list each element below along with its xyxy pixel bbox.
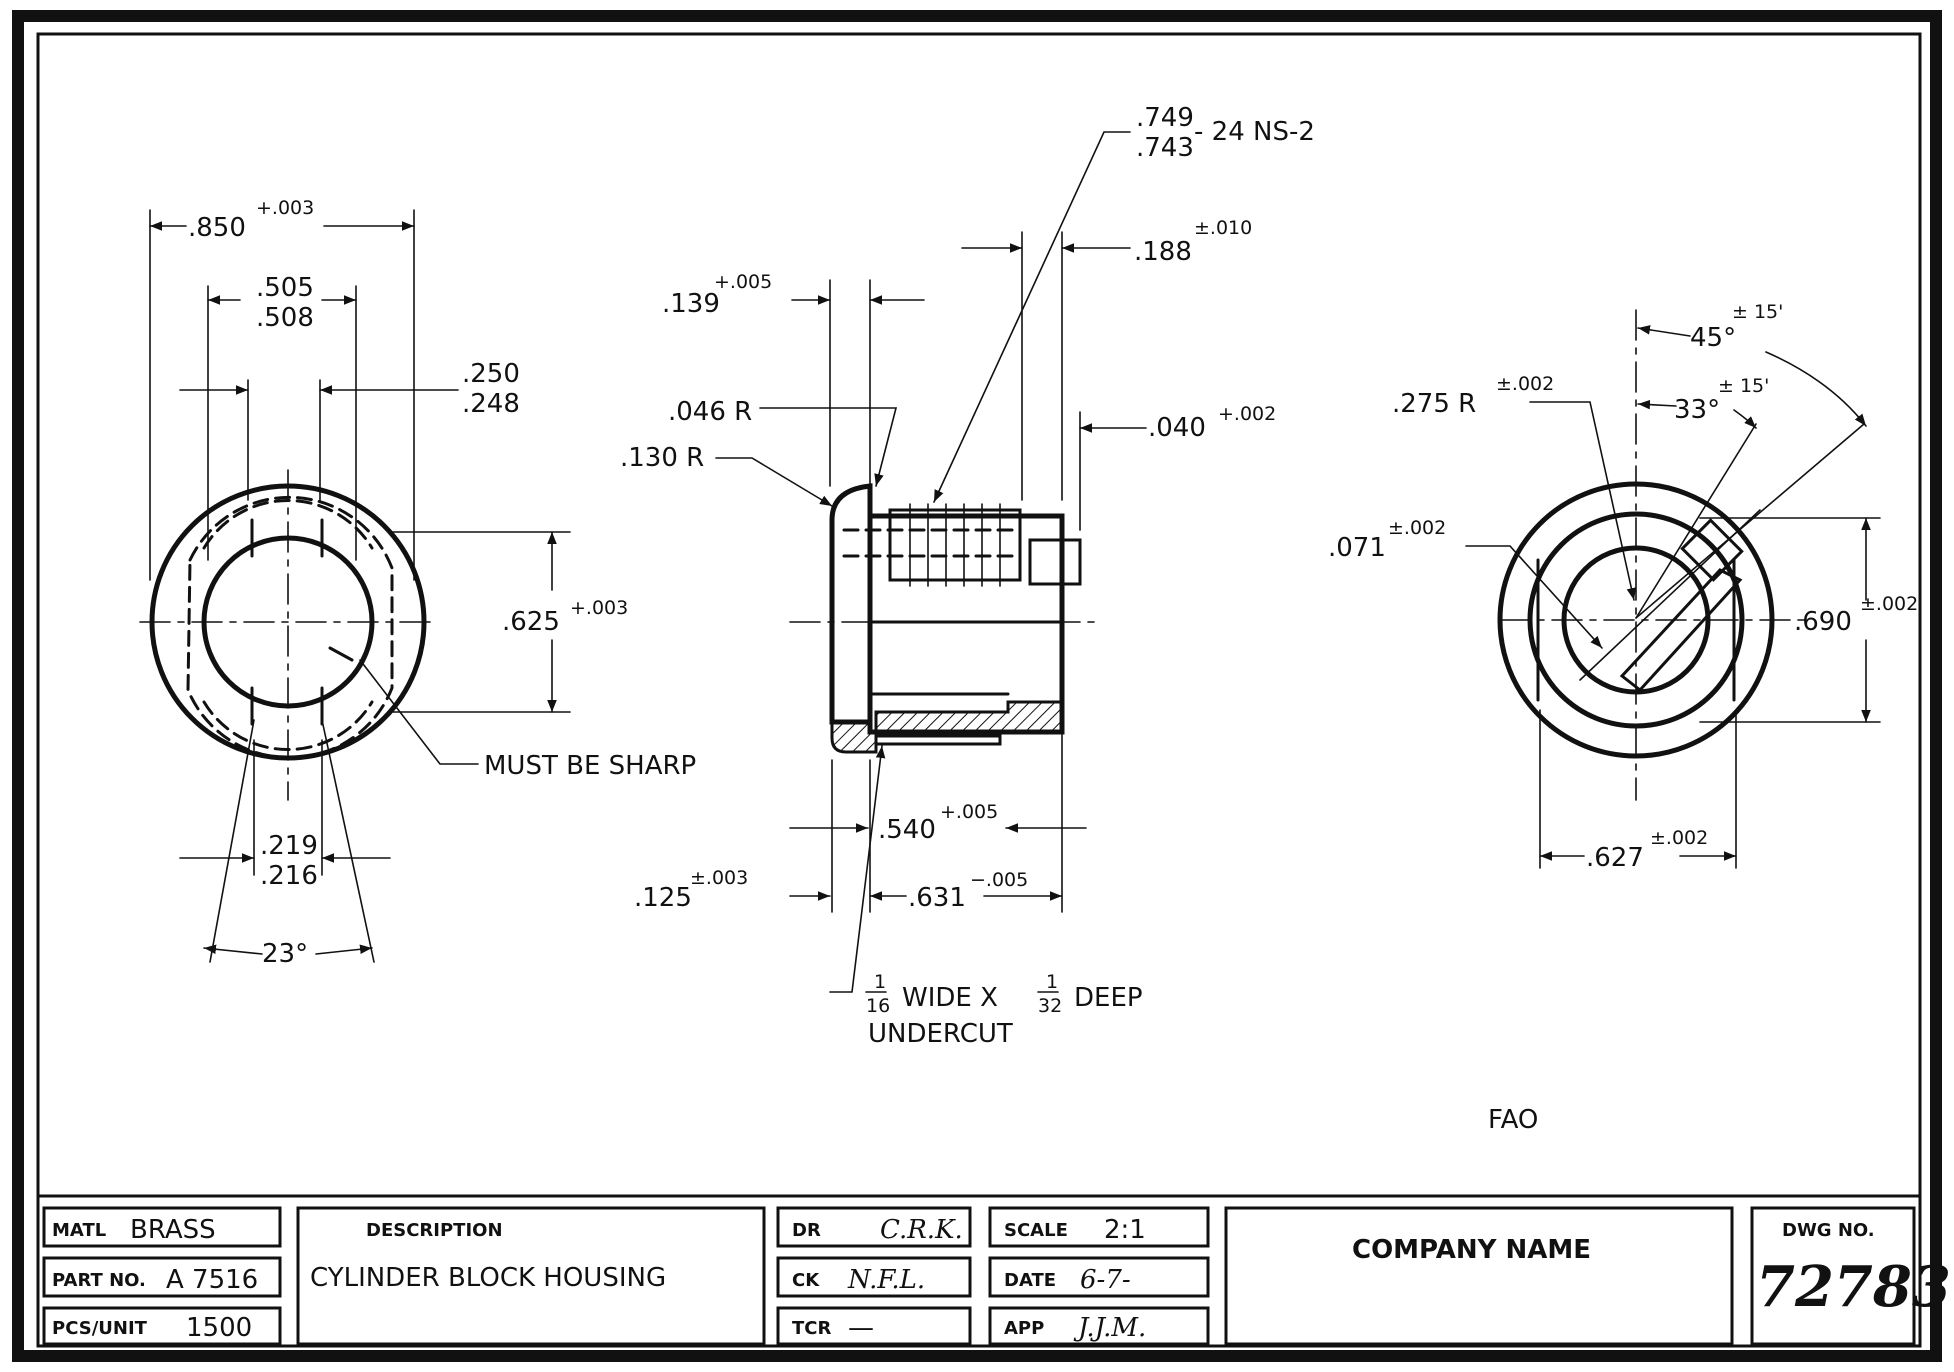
dwg-label: DWG NO. [1782, 1220, 1875, 1241]
radius-275-tol: ±.002 [1496, 373, 1554, 395]
dim-690-tol: ±.002 [1860, 593, 1918, 615]
dim-071: .071 [1328, 533, 1386, 563]
undercut-deep: DEEP [1074, 983, 1143, 1013]
date-label: DATE [1004, 1270, 1056, 1291]
undercut-wide: WIDE X [902, 983, 998, 1013]
dim-071-tol: ±.002 [1388, 517, 1446, 539]
thread-top: .749 [1136, 103, 1194, 133]
undercut-den-16: 16 [866, 995, 890, 1017]
desc-value: CYLINDER BLOCK HOUSING [310, 1263, 666, 1293]
dim-505: .505 [256, 273, 314, 303]
angle-23: 23° [262, 939, 308, 969]
dim-216: .216 [260, 861, 318, 891]
dim-627: .627 [1586, 843, 1644, 873]
dim-508: .508 [256, 303, 314, 333]
date-value: 6-7- [1080, 1265, 1131, 1295]
angle-45: 45° [1690, 323, 1736, 353]
matl-value: BRASS [130, 1215, 216, 1245]
dim-540: .540 [878, 815, 936, 845]
radius-275: .275 R [1392, 389, 1476, 419]
dim-219: .219 [260, 831, 318, 861]
part-value: A 7516 [166, 1265, 258, 1295]
outer-border [12, 10, 1942, 1362]
pcs-label: PCS/UNIT [52, 1318, 148, 1339]
thread-bottom: .743 [1136, 133, 1194, 163]
company-name: COMPANY NAME [1352, 1235, 1591, 1265]
note-fao: FAO [1488, 1105, 1538, 1135]
undercut-num-1: 1 [874, 971, 886, 993]
center-section-view: .749 .743 - 24 NS-2 .188 ±.010 .139 +.00… [620, 103, 1315, 1049]
dim-250: .250 [462, 359, 520, 389]
dim-631-tol: −.005 [970, 869, 1028, 891]
inner-border [36, 32, 1922, 1348]
right-end-view: 45° ± 15' 33° ± 15' .275 R ±.002 .071 ±.… [1328, 301, 1918, 1135]
undercut-num-2: 1 [1046, 971, 1058, 993]
radius-046: .046 R [668, 397, 752, 427]
dim-040-tol: +.002 [1218, 403, 1276, 425]
dim-540-tol: +.005 [940, 801, 998, 823]
angle-45-tol: ± 15' [1732, 301, 1783, 323]
thread-spec: - 24 NS-2 [1194, 117, 1315, 147]
dim-850-tol: +.003 [256, 197, 314, 219]
desc-label: DESCRIPTION [366, 1220, 503, 1241]
dim-248: .248 [462, 389, 520, 419]
scale-value: 2:1 [1104, 1215, 1146, 1245]
undercut-den-32: 32 [1038, 995, 1062, 1017]
tcr-label: TCR [792, 1318, 831, 1339]
angle-33: 33° [1674, 395, 1720, 425]
ck-label: CK [792, 1270, 820, 1291]
scale-label: SCALE [1004, 1220, 1068, 1241]
dim-625-tol: +.003 [570, 597, 628, 619]
dim-690: .690 [1794, 607, 1852, 637]
dim-625: .625 [502, 607, 560, 637]
part-label: PART NO. [52, 1270, 146, 1291]
ck-value: N.F.L. [847, 1265, 925, 1295]
title-block: MATL BRASS PART NO. A 7516 PCS/UNIT 1500… [36, 1194, 1951, 1346]
undercut-word: UNDERCUT [868, 1019, 1013, 1049]
pcs-value: 1500 [186, 1313, 252, 1343]
note-must-be-sharp: MUST BE SHARP [484, 751, 696, 781]
matl-label: MATL [52, 1220, 106, 1241]
dim-040: .040 [1148, 413, 1206, 443]
dim-188: .188 [1134, 237, 1192, 267]
radius-130: .130 R [620, 443, 704, 473]
dim-850: .850 [188, 213, 246, 243]
dr-value: C.R.K. [880, 1215, 963, 1245]
dwg-value: 72783 [1756, 1254, 1951, 1320]
dim-139: .139 [662, 289, 720, 319]
left-end-view: .850 +.003 .505 .508 .250 .248 .625 +.00… [139, 197, 696, 969]
angle-33-tol: ± 15' [1718, 375, 1769, 397]
dim-139-tol: +.005 [714, 271, 772, 293]
dim-188-tol: ±.010 [1194, 217, 1252, 239]
app-value: J.J.M. [1073, 1313, 1146, 1343]
dim-125-tol: ±.003 [690, 867, 748, 889]
tcr-value: — [848, 1313, 874, 1343]
dim-631: .631 [908, 883, 966, 913]
dim-627-tol: ±.002 [1650, 827, 1708, 849]
dim-125: .125 [634, 883, 692, 913]
dr-label: DR [792, 1220, 821, 1241]
app-label: APP [1004, 1318, 1044, 1339]
